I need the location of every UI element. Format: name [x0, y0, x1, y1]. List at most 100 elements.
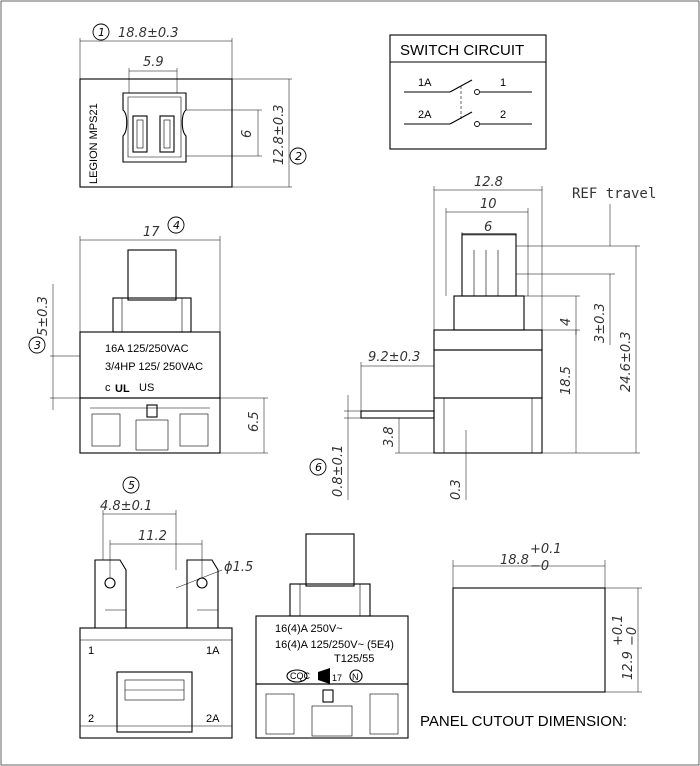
top-view-blade-left — [132, 115, 148, 153]
side-dim-6: 6 — [484, 220, 492, 235]
front-rating-1: 16A 125/250VAC — [105, 343, 189, 355]
side-ref-travel: REF travel — [572, 186, 656, 202]
cutout-width-tol-plus: +0.1 — [530, 542, 562, 557]
bottom-body — [79, 627, 233, 739]
marker-2 — [289, 147, 307, 165]
top-view-brand: LEGION MPS21 — [88, 103, 100, 184]
side-dim-3-8: 3.8 — [382, 426, 397, 447]
marker-4-label: 4 — [173, 219, 180, 232]
bottom-terminal-label-1: 1 — [88, 645, 94, 657]
ul-mark-icon: UL — [115, 383, 130, 395]
side-terminal — [360, 410, 435, 419]
cutout-width-dim: 18.8 — [500, 553, 529, 568]
marker-2-label: 2 — [295, 150, 302, 163]
marker-3-label: 3 — [34, 339, 41, 352]
marker-6-label: 6 — [315, 461, 322, 474]
bottom-terminal-label-1a: 1A — [206, 645, 220, 657]
side-body-top — [433, 329, 543, 351]
back-actuator — [305, 533, 355, 587]
k-mark-icon — [318, 668, 330, 684]
bottom-dim-11-2: 11.2 — [138, 529, 167, 544]
top-view-width-dim: 18.8±0.3 — [118, 26, 179, 41]
front-left-dim: 5±0.3 — [36, 296, 51, 336]
back-collar — [289, 583, 371, 617]
front-bottom-dim: 6.5 — [247, 411, 262, 432]
marker-1-label: 1 — [98, 26, 105, 39]
side-actuator — [461, 233, 517, 297]
marker-5-label: 5 — [128, 479, 135, 492]
cutout-height-dim: 12.9 — [621, 651, 636, 680]
marker-6 — [309, 458, 327, 476]
front-window — [146, 404, 158, 418]
cqc-mark-icon — [286, 669, 308, 683]
cutout-width-tol-minus: −0 — [530, 559, 549, 574]
bottom-hole-dim: ϕ1.5 — [224, 560, 253, 575]
side-body — [433, 349, 543, 399]
bottom-view: 1 1A 2 2A 4.8±0.1 5 11.2 ϕ1.5 — [79, 476, 253, 739]
side-collar — [453, 295, 525, 331]
switch-circuit-box — [389, 34, 547, 150]
side-dim-4: 4 — [559, 318, 574, 326]
front-base — [79, 397, 221, 454]
circuit-terminal-2: 2 — [500, 109, 506, 121]
bottom-terminal-right-hole — [196, 577, 208, 589]
top-view-blade-right — [159, 115, 175, 153]
bottom-terminal-left-hole — [104, 577, 116, 589]
back-k-mark: 17 — [332, 673, 342, 683]
front-actuator — [127, 249, 177, 301]
front-rating-2: 3/4HP 125/ 250VAC — [105, 361, 203, 373]
top-view: LEGION MPS21 1 18.8±0.3 5.9 6 12.8±0.3 2 — [79, 23, 307, 188]
side-dim-24-6: 24.6±0.3 — [619, 331, 634, 392]
n-mark-icon — [349, 669, 363, 683]
side-dim-0-3: 0.3 — [449, 479, 464, 500]
front-actuator-collar — [112, 297, 192, 333]
bottom-terminal-left — [94, 559, 127, 629]
side-base — [433, 397, 543, 454]
bottom-terminal-right — [186, 559, 219, 629]
back-window — [322, 689, 334, 703]
circuit-terminal-1: 1 — [500, 77, 506, 89]
panel-cutout: 18.8 +0.1 −0 12.9 +0.1 −0 PANEL CUTOUT D… — [420, 542, 642, 730]
cutout-height-tol-minus: −0 — [625, 627, 640, 646]
top-view-outline — [79, 78, 233, 188]
circuit-terminal-1a: 1A — [418, 77, 432, 89]
cutout-rect — [452, 587, 606, 693]
back-base — [255, 683, 409, 739]
bottom-center-block — [116, 671, 193, 733]
marker-4 — [167, 216, 185, 234]
bottom-dim-4-8: 4.8±0.1 — [100, 499, 152, 514]
side-dim-18-5: 18.5 — [559, 366, 574, 395]
marker-5 — [122, 476, 140, 494]
back-rating-3: T125/55 — [334, 653, 374, 665]
bottom-terminal-label-2: 2 — [88, 713, 94, 725]
side-dim-12-8: 12.8 — [474, 175, 503, 190]
circuit-terminal-2a: 2A — [418, 109, 432, 121]
switch-circuit: SWITCH CIRCUIT 1A 1 2A 2 — [389, 34, 547, 150]
cutout-height-tol-plus: +0.1 — [611, 614, 626, 646]
switch-circuit-title: SWITCH CIRCUIT — [400, 42, 524, 59]
side-view: 12.8 10 6 REF travel 4 3±0.3 18.5 24.6±0… — [309, 175, 656, 500]
cutout-caption: PANEL CUTOUT DIMENSION: — [420, 713, 627, 730]
side-dim-0-8: 0.8±0.1 — [331, 445, 346, 497]
side-dim-3: 3±0.3 — [593, 303, 608, 343]
top-view-height-dim: 12.8±0.3 — [272, 104, 287, 165]
side-dim-10: 10 — [480, 197, 497, 212]
back-view: 16(4)A 250V~ 16(4)A 125/250V~ (5E4) T125… — [255, 533, 409, 739]
front-width-dim: 17 — [143, 225, 160, 240]
back-n-mark: N — [352, 672, 359, 682]
top-view-blade-right-inner — [163, 119, 171, 149]
marker-3 — [28, 336, 46, 354]
top-view-inner — [127, 96, 182, 158]
back-rating-2: 16(4)A 125/250V~ (5E4) — [275, 639, 394, 651]
marker-1 — [92, 23, 110, 41]
front-cert-c: c — [105, 382, 111, 394]
top-view-slot-dim: 5.9 — [143, 55, 164, 70]
top-view-body — [122, 92, 187, 163]
back-cqc: CQC — [290, 671, 311, 681]
bottom-terminal-label-2a: 2A — [206, 713, 220, 725]
back-rating-1: 16(4)A 250V~ — [275, 623, 343, 635]
top-view-inner-dim: 6 — [240, 130, 255, 138]
